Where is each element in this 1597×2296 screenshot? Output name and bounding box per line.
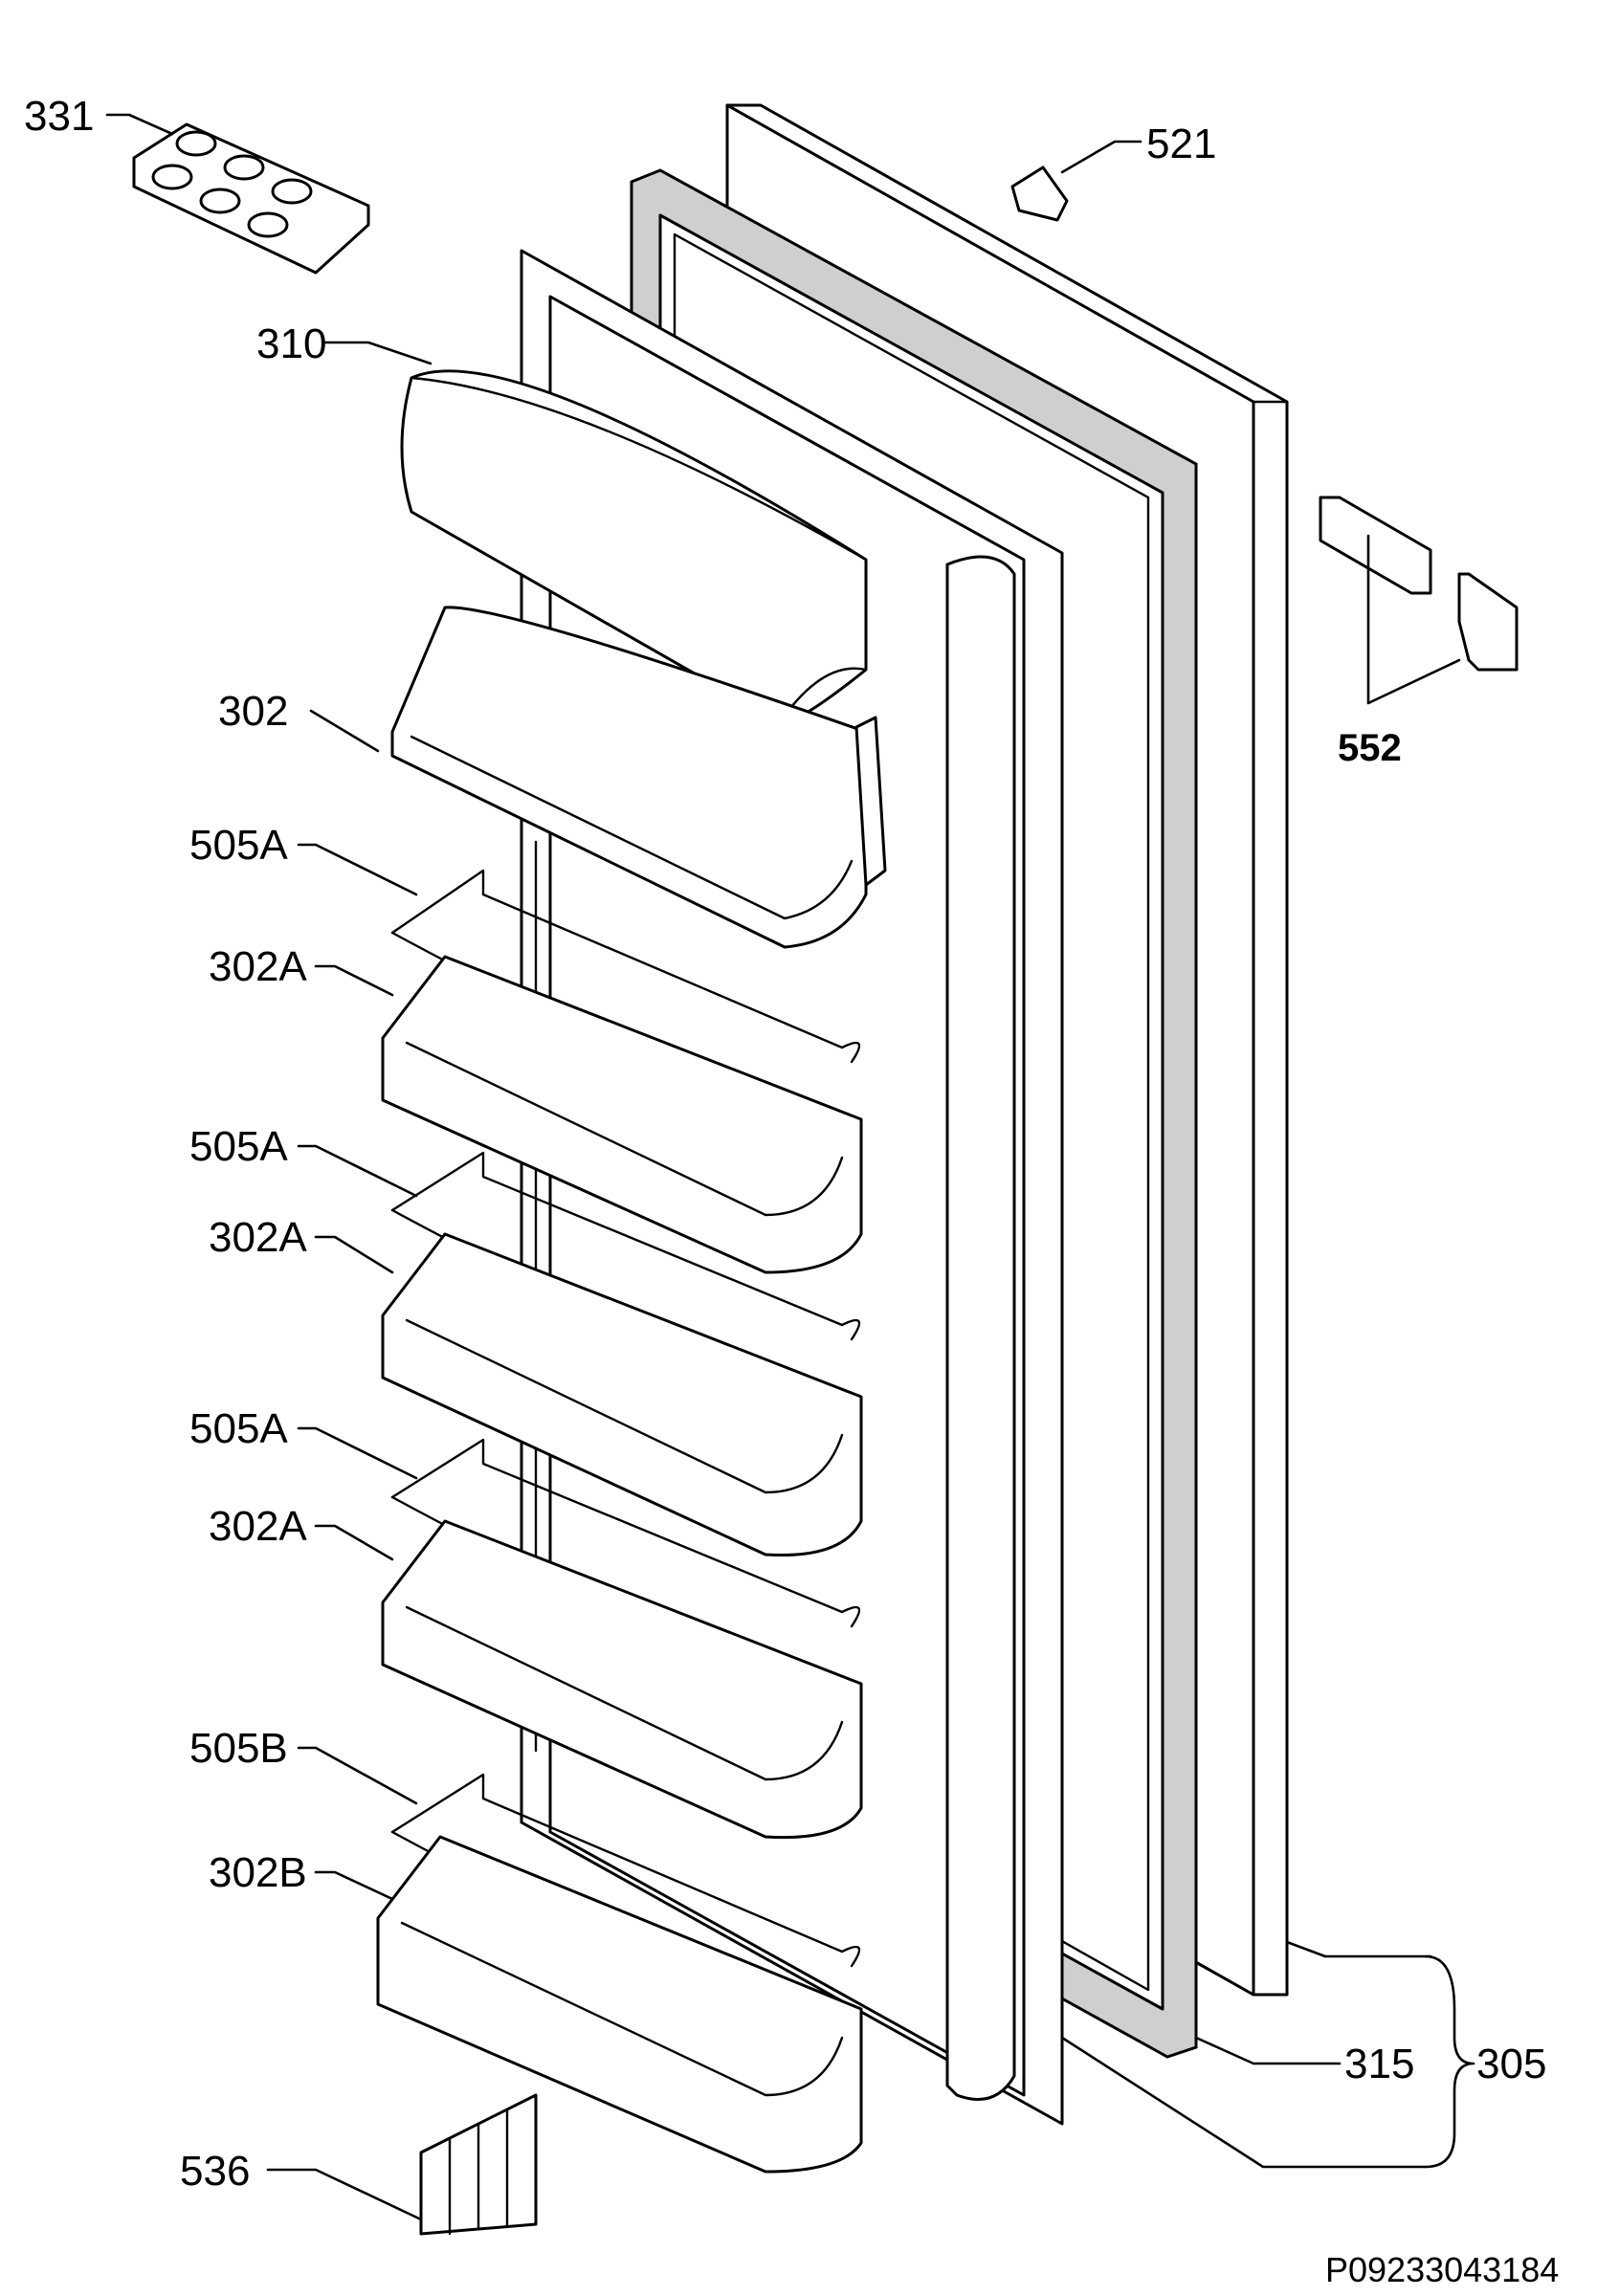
hinge-part xyxy=(1319,496,1519,672)
label-shelf-1: 302A xyxy=(209,943,307,990)
label-bar-1: 505A xyxy=(189,822,288,869)
label-upper-shelf: 302 xyxy=(218,688,288,735)
label-shelf-3: 302A xyxy=(209,1503,307,1550)
upper-shelf-part xyxy=(390,606,887,949)
leader-lines xyxy=(105,113,1475,2221)
label-handle: 536 xyxy=(180,2148,250,2195)
handle-part xyxy=(419,2093,538,2236)
shelf-tray-4 xyxy=(376,1835,863,2174)
label-lid: 310 xyxy=(256,320,326,367)
label-bar-2: 505A xyxy=(189,1123,288,1170)
cover-part xyxy=(1010,166,1069,222)
label-bar-3: 505A xyxy=(189,1405,288,1452)
label-gasket: 315 xyxy=(1344,2041,1414,2087)
label-shelf-2: 302A xyxy=(209,1214,307,1261)
label-door-assembly: 305 xyxy=(1476,2041,1546,2087)
label-egg-tray: 331 xyxy=(24,93,94,140)
lid-part xyxy=(400,369,868,724)
drawing-code: P09233043184 xyxy=(1325,2250,1559,2289)
shelf-tray-3 xyxy=(381,1519,863,1840)
label-shelf-4: 302B xyxy=(209,1849,307,1896)
shelf-tray-2 xyxy=(381,1232,863,1557)
egg-tray-part xyxy=(132,122,370,275)
label-cover: 521 xyxy=(1146,121,1216,167)
label-hinge: 552 xyxy=(1338,727,1402,769)
label-bar-4: 505B xyxy=(189,1725,288,1772)
shelf-tray-1 xyxy=(381,955,863,1274)
